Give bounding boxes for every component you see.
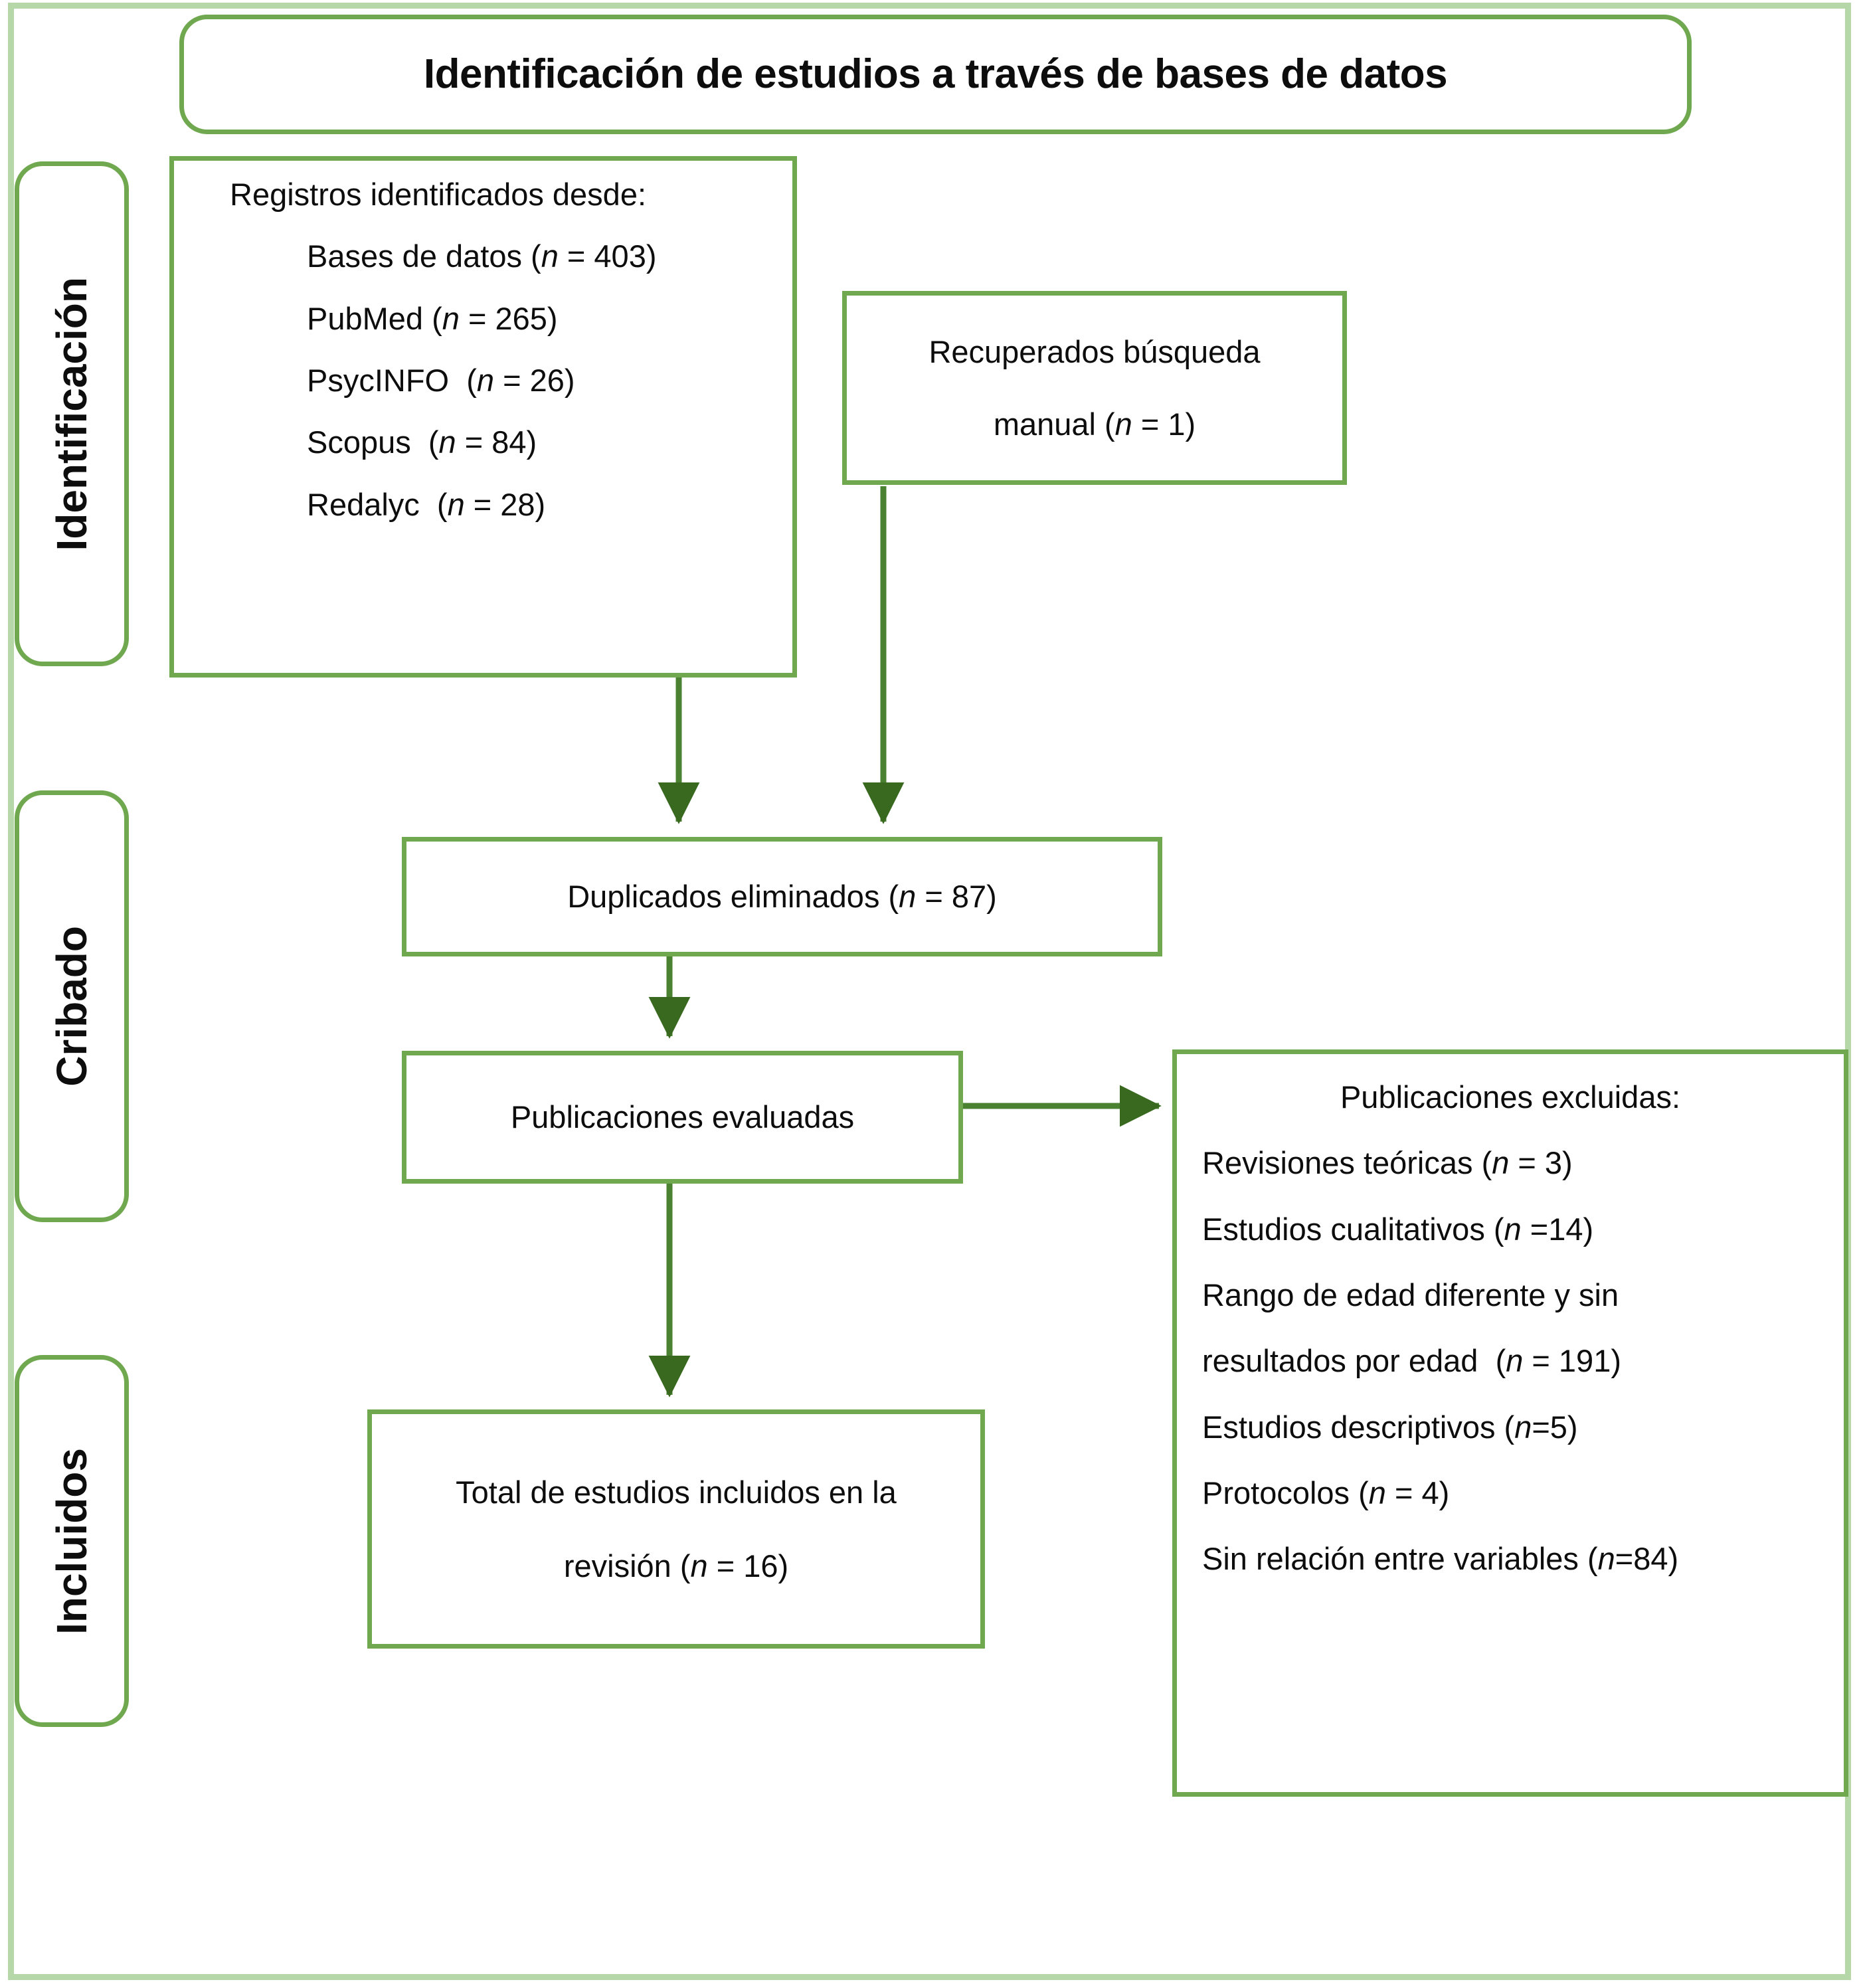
excluded-reason-sin-relacion: Sin relación entre variables (n=84) xyxy=(1202,1541,1679,1577)
box-publications-excluded: Publicaciones excluidas: Revisiones teór… xyxy=(1172,1049,1848,1797)
records-source-pubmed: PubMed (n = 265) xyxy=(307,300,558,336)
included-line1: Total de estudios incluidos en la xyxy=(456,1474,897,1510)
page-title: Identificación de estudios a través de b… xyxy=(423,51,1448,98)
stage-tab-identificacion: Identificación xyxy=(15,161,129,666)
included-line2: revisión (n = 16) xyxy=(563,1548,789,1583)
stage-tab-cribado: Cribado xyxy=(15,790,129,1222)
excluded-reason-protocolos: Protocolos (n = 4) xyxy=(1202,1475,1450,1511)
stage-label-identificacion: Identificación xyxy=(48,276,96,551)
excluded-heading: Publicaciones excluidas: xyxy=(1340,1079,1681,1115)
records-source-scopus: Scopus (n = 84) xyxy=(307,424,537,460)
duplicates-text: Duplicados eliminados (n = 87) xyxy=(567,879,997,915)
box-total-included: Total de estudios incluidos en la revisi… xyxy=(367,1409,985,1649)
box-publications-screened: Publicaciones evaluadas xyxy=(402,1051,963,1184)
box-duplicates-removed: Duplicados eliminados (n = 87) xyxy=(402,837,1162,956)
records-source-redalyc: Redalyc (n = 28) xyxy=(307,486,546,522)
records-source-psycinfo: PsycINFO (n = 26) xyxy=(307,363,575,399)
box-manual-search: Recuperados búsqueda manual (n = 1) xyxy=(842,291,1347,485)
excluded-reason-estudios-cualitativos: Estudios cualitativos (n =14) xyxy=(1202,1211,1594,1247)
stage-tab-incluidos: Incluidos xyxy=(15,1355,129,1727)
manual-search-line1: Recuperados búsqueda xyxy=(929,333,1261,369)
screened-text: Publicaciones evaluadas xyxy=(510,1099,855,1135)
diagram-title-banner: Identificación de estudios a través de b… xyxy=(179,15,1692,134)
stage-label-cribado: Cribado xyxy=(48,926,96,1087)
excluded-reason-rango-edad-line2: resultados por edad (n = 191) xyxy=(1202,1343,1621,1379)
box-records-identified: Registros identificados desde: Bases de … xyxy=(169,156,797,678)
manual-search-line2: manual (n = 1) xyxy=(993,407,1196,442)
excluded-reason-rango-edad-line1: Rango de edad diferente y sin xyxy=(1202,1277,1619,1313)
stage-label-incluidos: Incluidos xyxy=(48,1447,96,1635)
excluded-reason-estudios-descriptivos: Estudios descriptivos (n=5) xyxy=(1202,1409,1578,1445)
records-source-bases-de-datos: Bases de datos (n = 403) xyxy=(307,238,657,274)
records-heading: Registros identificados desde: xyxy=(230,177,647,212)
excluded-reason-revisiones-teoricas: Revisiones teóricas (n = 3) xyxy=(1202,1145,1573,1181)
